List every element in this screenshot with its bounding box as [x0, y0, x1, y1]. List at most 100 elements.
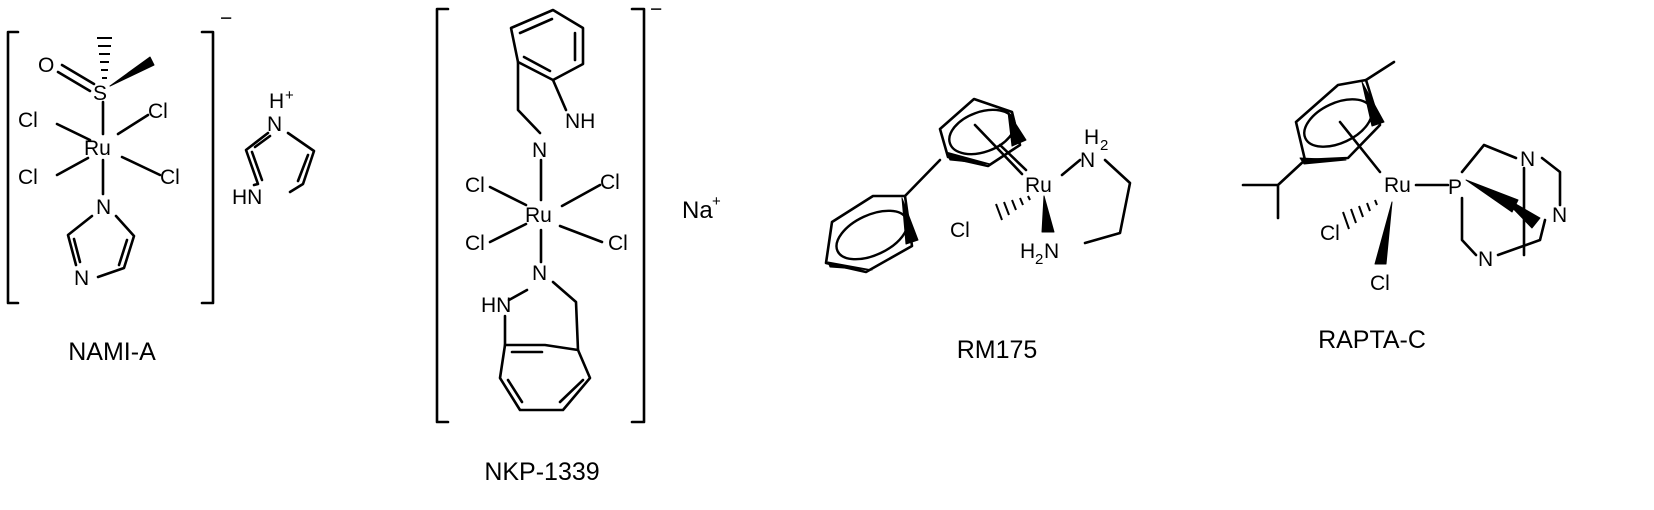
wedge-bond: [1465, 179, 1519, 213]
bond-line: [55, 122, 92, 142]
wedge-bond: [1007, 111, 1027, 147]
bond-line: [835, 209, 909, 261]
bond-line: [522, 55, 552, 73]
bond-line: [558, 224, 604, 244]
atom-label: N: [1552, 204, 1567, 227]
bond-line: [1241, 158, 1307, 220]
atom-label: Cl: [608, 232, 628, 255]
atom-label: O: [38, 54, 54, 77]
bond-line: [56, 70, 92, 93]
atom-label: N: [532, 262, 547, 285]
hashed-bond: [97, 37, 112, 79]
bond-line: [560, 183, 602, 208]
atom-label: Cl: [148, 100, 168, 123]
bond-line: [973, 123, 1024, 176]
atom-label: +: [712, 193, 721, 210]
bond-line: [253, 134, 272, 149]
bond-line: [117, 238, 129, 267]
bond-line: [1338, 120, 1382, 174]
atom-label: +: [285, 87, 294, 104]
bond-line: [995, 203, 1003, 221]
atom-label: N: [1080, 149, 1095, 172]
compound-nkp-1339: − NH N Cl Cl Ru Cl Cl N HN Na: [435, 0, 721, 486]
left-bracket: [6, 30, 20, 305]
bond-line: [244, 131, 316, 194]
bond-line: [296, 153, 310, 183]
left-bracket: [435, 7, 450, 424]
bond-line: [1060, 158, 1082, 177]
bond-line: [903, 158, 942, 198]
atom-label: N: [532, 139, 547, 162]
bond-line: [1460, 143, 1562, 257]
caption-rapta-c: RAPTA-C: [1318, 326, 1426, 354]
bond-line: [1027, 195, 1031, 201]
bond-line: [558, 378, 585, 404]
compound-rm175: Ru N H 2 Cl H 2 N RM175: [824, 97, 1132, 364]
right-bracket: [200, 30, 215, 305]
atom-label: H: [1084, 126, 1099, 149]
atom-label: Ru: [84, 137, 111, 160]
atom-label: 2: [1035, 251, 1043, 268]
bond-line: [498, 343, 592, 412]
atom-label: 2: [1100, 137, 1108, 154]
atom-label: HN: [232, 186, 262, 209]
wedge-bond: [945, 151, 991, 165]
atom-label: Cl: [18, 109, 38, 132]
hashed-bond: [1342, 199, 1378, 230]
atom-label: Cl: [465, 232, 485, 255]
bond-line: [998, 143, 1028, 172]
atom-label: Ru: [1025, 174, 1052, 197]
atom-label: Cl: [465, 174, 485, 197]
bond-line: [503, 280, 580, 352]
wedge-bond: [827, 261, 873, 271]
atom-label: P: [1448, 176, 1462, 199]
atom-label: H: [1020, 240, 1035, 263]
bond-line: [1364, 60, 1396, 82]
compound-rapta-c: Ru P Cl Cl N N N RAPTA-C: [1241, 60, 1567, 354]
bond-line: [1003, 201, 1010, 216]
atom-label: N: [74, 267, 89, 290]
atom-label: HN: [481, 294, 511, 317]
caption-nami-a: NAMI-A: [68, 338, 156, 366]
compound-nami-a: − O S Cl Cl Ru Cl Cl: [6, 7, 316, 366]
atom-label: Ru: [1384, 174, 1411, 197]
bond-line: [116, 113, 150, 136]
atom-label: Cl: [600, 171, 620, 194]
caption-rm175: RM175: [957, 336, 1038, 364]
atom-label: S: [93, 82, 107, 105]
atom-label: Na: [682, 197, 713, 224]
bond-line: [1350, 208, 1357, 224]
atom-label: Cl: [18, 166, 38, 189]
bond-line: [488, 222, 528, 244]
atom-label: N: [267, 113, 282, 136]
wedge-bond: [1499, 194, 1541, 229]
bond-line: [250, 150, 264, 182]
atom-label: Cl: [950, 219, 970, 242]
wedge-bond: [1374, 201, 1393, 265]
bond-line: [120, 155, 162, 177]
sodium-counterion: Na +: [682, 193, 721, 224]
atom-label: H: [269, 90, 284, 113]
bond-line: [1083, 158, 1132, 245]
bond-line: [1011, 199, 1017, 211]
bond-line: [1374, 199, 1378, 206]
bond-line: [1294, 78, 1382, 162]
wedge-bond: [1041, 195, 1055, 233]
atom-label: Cl: [160, 166, 180, 189]
anion-charge: −: [220, 7, 232, 30]
anion-charge: −: [650, 0, 662, 21]
wedge-bond: [1299, 157, 1347, 165]
wedge-bond: [901, 197, 919, 245]
bond-line: [1342, 211, 1350, 230]
bond-line: [1019, 197, 1024, 206]
wedge-bond: [109, 56, 155, 87]
caption-nkp-1339: NKP-1339: [484, 458, 599, 486]
bond-line: [60, 63, 96, 86]
atom-label: N: [1044, 240, 1059, 263]
atom-label: N: [1478, 248, 1493, 271]
atom-label: NH: [565, 110, 595, 133]
bond-line: [66, 214, 136, 279]
wedge-bond: [1361, 81, 1385, 127]
bond-line: [488, 185, 528, 207]
